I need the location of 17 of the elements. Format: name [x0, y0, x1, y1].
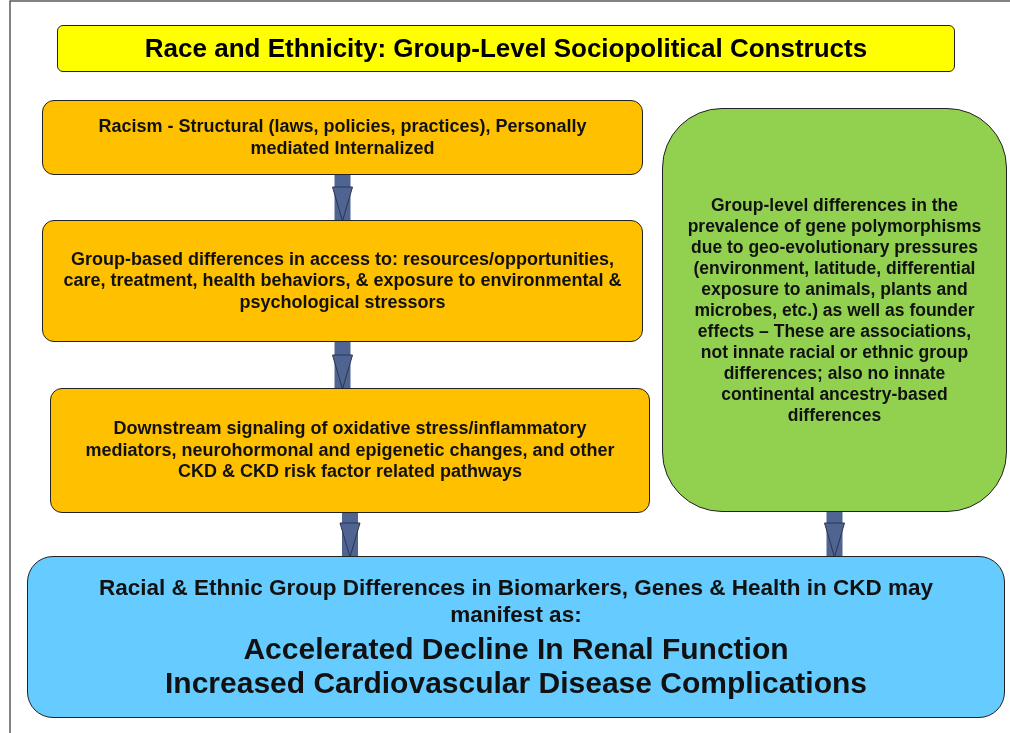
outcome-heading: Increased Cardiovascular Disease Complications — [165, 666, 867, 701]
block-arrow — [332, 342, 353, 390]
box-text: Group-level differences in the prevalence of gene polymorphisms due to geo-evolutionary pressures (environment, latitude, differential exposure to animals, plants and microbes, etc.) as well as founder effects – These are associations, not innate racial or ethnic group differences; also no innate continental ancestry-based differences — [686, 194, 983, 426]
block-arrow — [332, 175, 353, 222]
title-banner: Race and Ethnicity: Group-Level Sociopolitical Constructs — [57, 25, 955, 72]
cause-box — [42, 100, 643, 175]
box-text: Downstream signaling of oxidative stress/inflammatory mediators, neurohormonal and epigenetic changes, and other CKD & CKD risk factor related pathways — [84, 418, 616, 483]
outcome-box — [27, 556, 1005, 718]
cause-box — [50, 388, 650, 513]
block-arrow — [824, 512, 845, 558]
outcome-heading: Accelerated Decline In Renal Function — [243, 631, 789, 666]
box-text: Group-based differences in access to: resources/opportunities, care, treatment, health behaviors, & exposure to environmental & psychological stressors — [62, 248, 623, 314]
cause-box — [42, 220, 643, 342]
genetics-box — [662, 108, 1007, 512]
box-text: Racism - Structural (laws, policies, practices), Personally mediated Internalized — [97, 115, 588, 160]
block-arrow — [339, 513, 361, 558]
box-text: Racial & Ethnic Group Differences in Biomarkers, Genes & Health in CKD may manifest as: — [98, 573, 934, 628]
